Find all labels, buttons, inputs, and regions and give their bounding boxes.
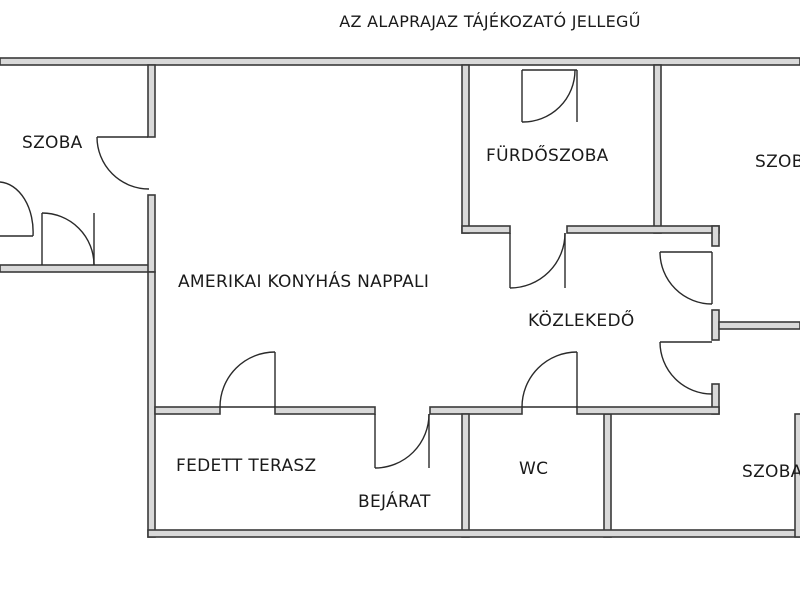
wall-left-room-bottom bbox=[0, 264, 153, 273]
door-living-terrace bbox=[219, 351, 276, 408]
wall-bottom bbox=[147, 529, 800, 538]
wall-hall-right-1 bbox=[711, 225, 720, 247]
room-label-entrance: BEJÁRAT bbox=[358, 490, 431, 512]
door-hall-right-lower bbox=[659, 341, 713, 395]
room-label-right-bottom-szoba: SZOBA bbox=[742, 462, 800, 482]
wall-top bbox=[0, 57, 800, 66]
room-label-terrace: FEDETT TERASZ bbox=[176, 456, 316, 476]
doors bbox=[0, 69, 713, 469]
wall-far-right bbox=[794, 413, 800, 538]
room-label-living: AMERIKAI KONYHÁS NAPPALI bbox=[178, 270, 429, 292]
room-label-bathroom: FÜRDŐSZOBA bbox=[486, 144, 609, 166]
wall-left-partition-lower bbox=[147, 194, 156, 273]
wall-right-bottom-left bbox=[603, 413, 612, 538]
wall-mid-2 bbox=[274, 406, 376, 415]
wall-bath-bottom bbox=[461, 225, 511, 234]
room-label-wc: WC bbox=[519, 459, 548, 479]
wall-bath-right bbox=[653, 64, 662, 234]
door-left-room-left-edge bbox=[0, 181, 34, 237]
wall-left-partition-upper bbox=[147, 64, 156, 138]
door-hall-top bbox=[509, 232, 566, 289]
wall-living-left bbox=[147, 271, 156, 538]
door-left-room bbox=[96, 136, 150, 190]
door-hall-right-upper bbox=[659, 251, 713, 305]
door-left-room-lower bbox=[41, 212, 95, 266]
door-bathroom bbox=[521, 69, 578, 123]
room-label-left-szoba: SZOBA bbox=[22, 133, 83, 153]
walls bbox=[0, 57, 800, 538]
room-label-hallway: KÖZLEKEDŐ bbox=[528, 309, 635, 331]
wall-right-rooms-divider bbox=[718, 321, 800, 330]
door-hall-bottom bbox=[521, 351, 578, 408]
wall-bath-left bbox=[461, 64, 470, 234]
wall-bath-bottom-2 bbox=[566, 225, 720, 234]
wall-mid-4 bbox=[576, 406, 720, 415]
room-label-right-top-szoba: SZOBA bbox=[755, 152, 800, 172]
wall-mid-3 bbox=[429, 406, 523, 415]
door-entrance bbox=[374, 413, 430, 469]
wall-mid-1 bbox=[154, 406, 221, 415]
plan-disclaimer-title: AZ ALAPRAJAZ TÁJÉKOZATÓ JELLEGŰ bbox=[339, 11, 640, 31]
wall-hall-right-2 bbox=[711, 309, 720, 341]
wall-terrace-wc bbox=[461, 413, 470, 538]
